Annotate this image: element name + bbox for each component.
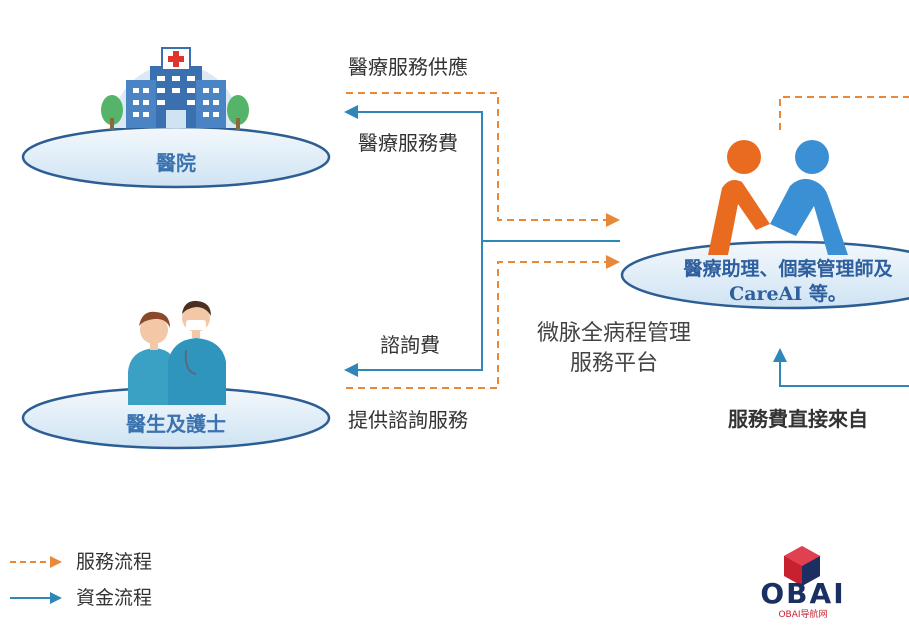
people-logo-icon bbox=[708, 140, 848, 255]
flow-label-medical-fee: 醫療服務費 bbox=[358, 131, 458, 155]
service-flow-hospital bbox=[346, 92, 608, 221]
care-team-base-ellipse bbox=[620, 240, 909, 310]
watermark-sub: OBAI导航网 bbox=[778, 608, 827, 620]
care-team-node: 醫療助理、個案管理師及 CareAI 等。 bbox=[620, 140, 909, 310]
watermark-logo: OBAI OBAI导航网 bbox=[760, 546, 845, 620]
fund-arrow-head bbox=[344, 105, 358, 119]
flow-label-consult-fee: 諮詢費 bbox=[380, 333, 440, 357]
fund-flow-hospital bbox=[354, 111, 483, 241]
legend-service-arrow bbox=[50, 556, 62, 568]
service-flow-top-right bbox=[779, 96, 909, 130]
doctors-node: 醫生及護士 bbox=[21, 300, 331, 450]
flow-label-consult-service: 提供諮詢服務 bbox=[348, 408, 468, 432]
legend: 服務流程 資金流程 bbox=[10, 551, 152, 609]
care-team-label-line1: 醫療助理、個案管理師及 bbox=[683, 257, 893, 280]
fund-arrow-head bbox=[344, 363, 358, 377]
doctors-label: 醫生及護士 bbox=[126, 412, 226, 436]
service-arrow-head bbox=[606, 213, 620, 227]
tree-icon bbox=[227, 95, 249, 130]
fund-arrow-head bbox=[773, 348, 787, 362]
fund-flow-bottom-right bbox=[779, 358, 909, 387]
service-flow-doctors bbox=[346, 261, 608, 389]
legend-fund-label: 資金流程 bbox=[76, 587, 152, 609]
legend-fund-arrow bbox=[50, 592, 62, 604]
legend-service-label: 服務流程 bbox=[76, 551, 152, 573]
nurse-figure-icon bbox=[128, 311, 178, 405]
doctor-figure-icon bbox=[168, 300, 226, 405]
hospital-building-icon bbox=[126, 47, 226, 128]
flow-label-fee-direct: 服務費直接來自 bbox=[728, 407, 868, 431]
platform-label-line2: 服務平台 bbox=[570, 351, 658, 376]
fund-flow-doctors bbox=[354, 241, 483, 371]
platform-label-line1: 微脉全病程管理 bbox=[537, 321, 691, 346]
care-team-label-line2: CareAI 等。 bbox=[729, 282, 847, 305]
hospital-label: 醫院 bbox=[156, 151, 196, 175]
hospital-node: 醫院 bbox=[21, 47, 331, 189]
tree-icon bbox=[101, 95, 123, 130]
service-arrow-head bbox=[606, 255, 620, 269]
watermark-brand: OBAI bbox=[760, 577, 845, 610]
flow-label-medical-supply: 醫療服務供應 bbox=[348, 55, 468, 79]
